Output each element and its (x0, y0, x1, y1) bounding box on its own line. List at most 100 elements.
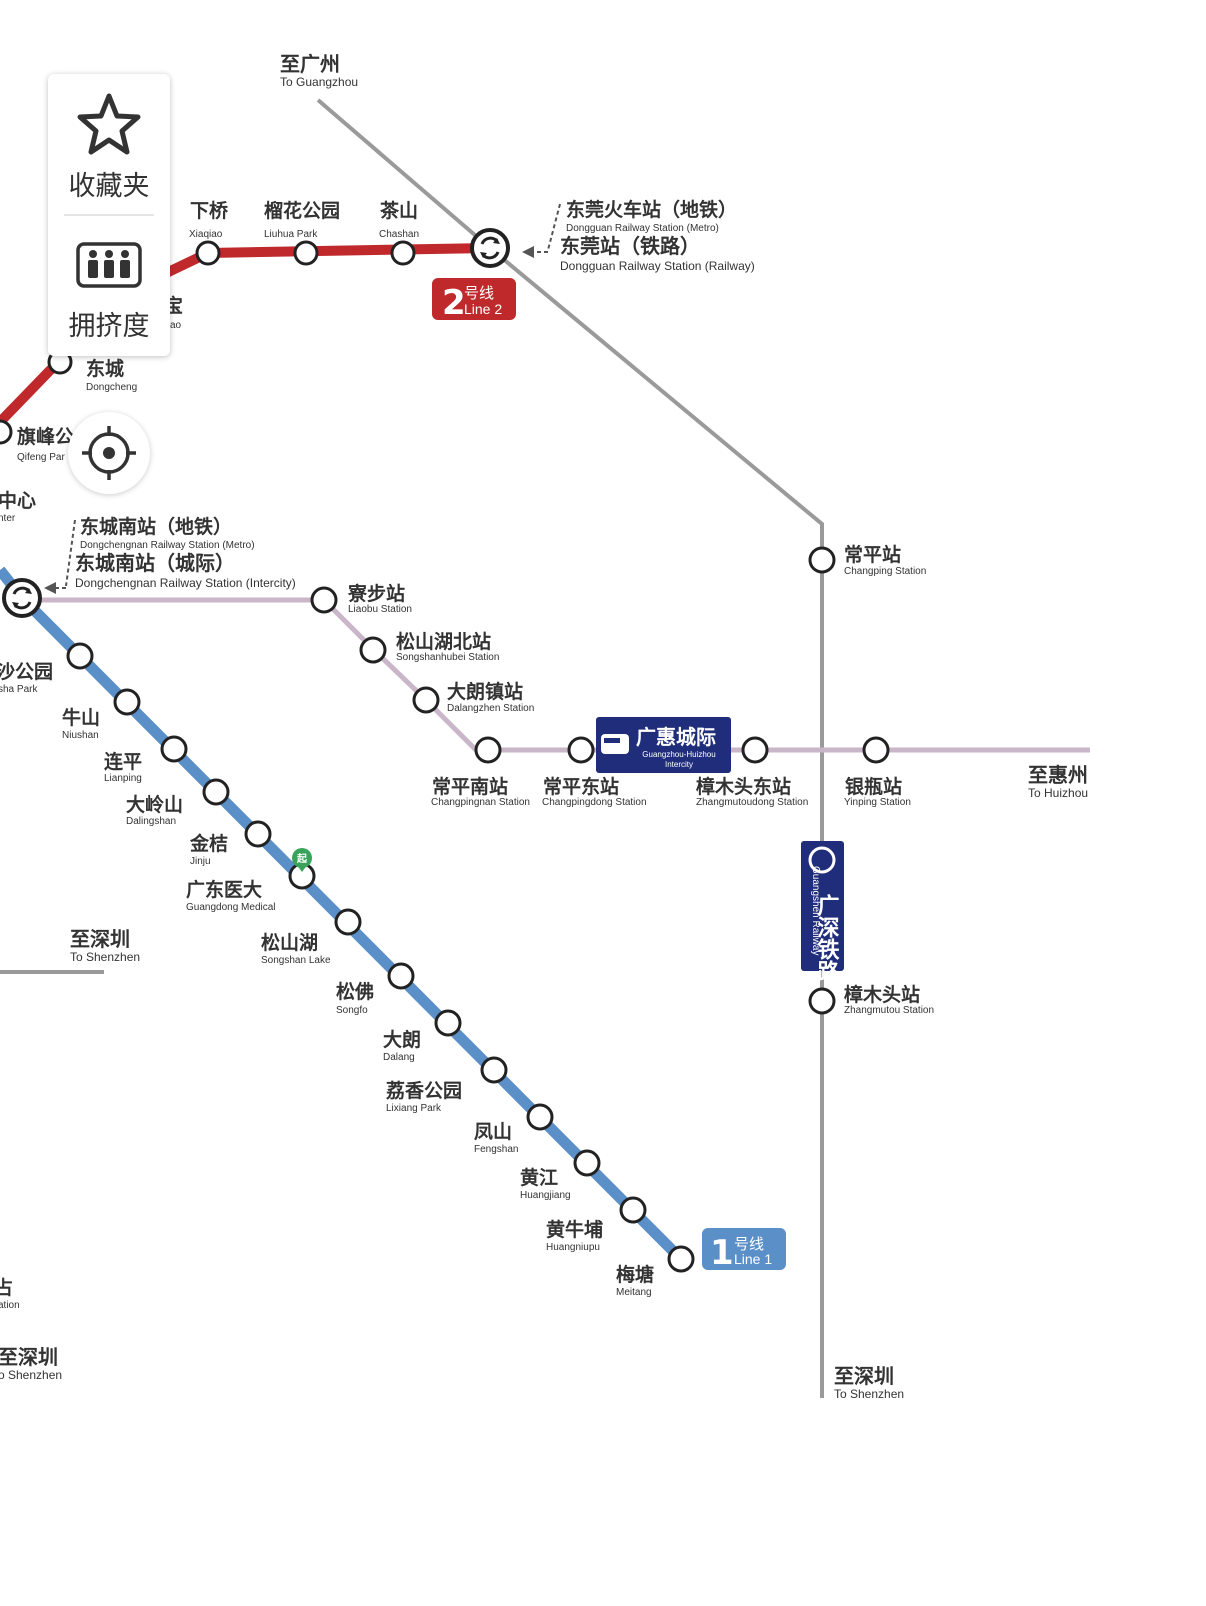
svg-text:寮步站: 寮步站 (347, 582, 405, 605)
station-dalangzhen[interactable] (412, 686, 440, 714)
svg-text:凤山: 凤山 (474, 1121, 512, 1143)
interchange-dongchengnan[interactable] (2, 578, 42, 618)
station-meitang[interactable] (667, 1245, 695, 1273)
station-liuhua[interactable] (293, 240, 319, 266)
svg-text:Dongchengnan Railway Station (: Dongchengnan Railway Station (Intercity) (75, 576, 296, 590)
svg-text:Songshan Lake: Songshan Lake (261, 955, 331, 966)
station-changpingdong[interactable] (567, 736, 595, 764)
svg-text:nter: nter (0, 513, 16, 524)
line2-badge: 2 号线 Line 2 (432, 278, 516, 323)
svg-text:松山湖: 松山湖 (261, 931, 318, 954)
interchange-labels: 东莞火车站（地铁） Dongguan Railway Station (Metr… (75, 198, 755, 590)
station-niushan[interactable] (113, 688, 141, 716)
svg-text:黄牛埔: 黄牛埔 (546, 1218, 603, 1241)
station-zhangmutoudong[interactable] (741, 736, 769, 764)
station-lianping[interactable] (160, 735, 188, 763)
station-changping[interactable] (808, 546, 836, 574)
svg-text:2: 2 (442, 283, 466, 323)
svg-text:号线: 号线 (464, 284, 494, 302)
station-dalang[interactable] (434, 1009, 462, 1037)
callout-dongguan (547, 203, 561, 251)
svg-text:至惠州: 至惠州 (1028, 763, 1088, 787)
favorites-button[interactable]: 收藏夹 (48, 74, 170, 212)
svg-text:至深圳: 至深圳 (0, 1345, 58, 1369)
svg-text:Zhangmutou Station: Zhangmutou Station (844, 1005, 934, 1016)
station-lixiang[interactable] (480, 1056, 508, 1084)
station-qifeng[interactable] (0, 419, 13, 445)
intercity-labels: 寮步站 Liaobu Station 松山湖北站 Songshanhubei S… (347, 582, 911, 808)
svg-text:樟木头东站: 樟木头东站 (696, 775, 791, 798)
svg-text:广惠城际: 广惠城际 (636, 725, 716, 749)
station-dalingshan[interactable] (202, 778, 230, 806)
svg-text:至深圳: 至深圳 (834, 1364, 894, 1388)
station-huangjiang[interactable] (573, 1149, 601, 1177)
station-yinping[interactable] (862, 736, 890, 764)
locate-button[interactable] (68, 412, 150, 494)
svg-text:占: 占 (0, 1276, 13, 1299)
svg-text:Guangdong Medical: Guangdong Medical (186, 902, 276, 913)
svg-text:金桔: 金桔 (189, 832, 228, 855)
svg-text:To Shenzhen: To Shenzhen (834, 1387, 904, 1401)
line1-labels: 中心 nter 沙公园 sha Park 牛山 Niushan 连平 Lianp… (0, 489, 654, 1298)
station-shagongyuan[interactable] (66, 642, 94, 670)
station-chashan[interactable] (390, 240, 416, 266)
svg-text:Lianping: Lianping (104, 773, 142, 784)
svg-text:松佛: 松佛 (336, 980, 374, 1003)
svg-text:广东医大: 广东医大 (186, 878, 262, 901)
station-songshanlake[interactable] (334, 908, 362, 936)
svg-text:To Guangzhou: To Guangzhou (280, 75, 358, 89)
svg-text:Songshanhubei Station: Songshanhubei Station (396, 652, 499, 663)
svg-text:Dalingshan: Dalingshan (126, 816, 176, 827)
station-songshanhubei[interactable] (359, 636, 387, 664)
station-huangniupu[interactable] (619, 1196, 647, 1224)
svg-text:下桥: 下桥 (190, 199, 229, 222)
svg-text:Songfo: Songfo (336, 1005, 368, 1016)
svg-text:至深圳: 至深圳 (70, 927, 130, 951)
station-changpingnan[interactable] (474, 736, 502, 764)
panel-divider (64, 214, 154, 216)
station-jinju[interactable] (244, 820, 272, 848)
station-xiaqiao[interactable] (195, 240, 221, 266)
crowding-label: 拥挤度 (68, 311, 150, 342)
callout-dongchengnan (65, 519, 76, 587)
railway-stations (808, 546, 836, 1015)
svg-text:常平南站: 常平南站 (432, 775, 508, 798)
svg-text:东莞站（铁路）: 东莞站（铁路） (560, 234, 700, 258)
svg-text:Changpingnan Station: Changpingnan Station (431, 797, 530, 808)
svg-text:常平站: 常平站 (844, 543, 901, 566)
intercity-line (22, 597, 1090, 753)
line2-stations (0, 240, 416, 445)
svg-text:Meitang: Meitang (616, 1287, 652, 1298)
svg-text:Dongcheng: Dongcheng (86, 382, 137, 393)
svg-text:To Huizhou: To Huizhou (1028, 786, 1088, 800)
railway-badge: Guangshen Railway 广深铁路 (801, 841, 844, 982)
station-songfo[interactable] (387, 962, 415, 990)
svg-text:Huangniupu: Huangniupu (546, 1242, 600, 1253)
station-zhangmutou[interactable] (808, 987, 836, 1015)
svg-text:1: 1 (710, 1233, 734, 1273)
svg-text:Jinju: Jinju (190, 856, 211, 867)
svg-text:Zhangmutoudong Station: Zhangmutoudong Station (696, 797, 808, 808)
svg-text:Changping Station: Changping Station (844, 566, 926, 577)
svg-text:sha Park: sha Park (0, 684, 38, 695)
svg-text:Liaobu Station: Liaobu Station (348, 604, 412, 615)
svg-text:Qifeng Par: Qifeng Par (17, 452, 65, 463)
svg-text:银瓶站: 银瓶站 (845, 775, 902, 798)
svg-text:牛山: 牛山 (62, 706, 100, 729)
interchange-dongguan[interactable] (470, 228, 510, 268)
svg-text:起: 起 (296, 852, 308, 865)
svg-text:To Shenzhen: To Shenzhen (70, 950, 140, 964)
svg-text:Dongguan Railway Station (Metr: Dongguan Railway Station (Metro) (566, 223, 719, 234)
svg-text:Huangjiang: Huangjiang (520, 1190, 571, 1201)
svg-text:ao: ao (170, 320, 182, 331)
crowding-button[interactable]: 拥挤度 (48, 218, 170, 356)
station-fengshan[interactable] (526, 1103, 554, 1131)
station-liaobu[interactable] (310, 586, 338, 614)
intercity-stations (310, 586, 890, 764)
svg-text:Chashan: Chashan (379, 229, 419, 240)
svg-text:Liuhua Park: Liuhua Park (264, 229, 318, 240)
svg-text:Dongguan Railway Station (Rail: Dongguan Railway Station (Railway) (560, 259, 755, 273)
svg-text:o Shenzhen: o Shenzhen (0, 1368, 62, 1382)
train-icon (601, 734, 629, 754)
